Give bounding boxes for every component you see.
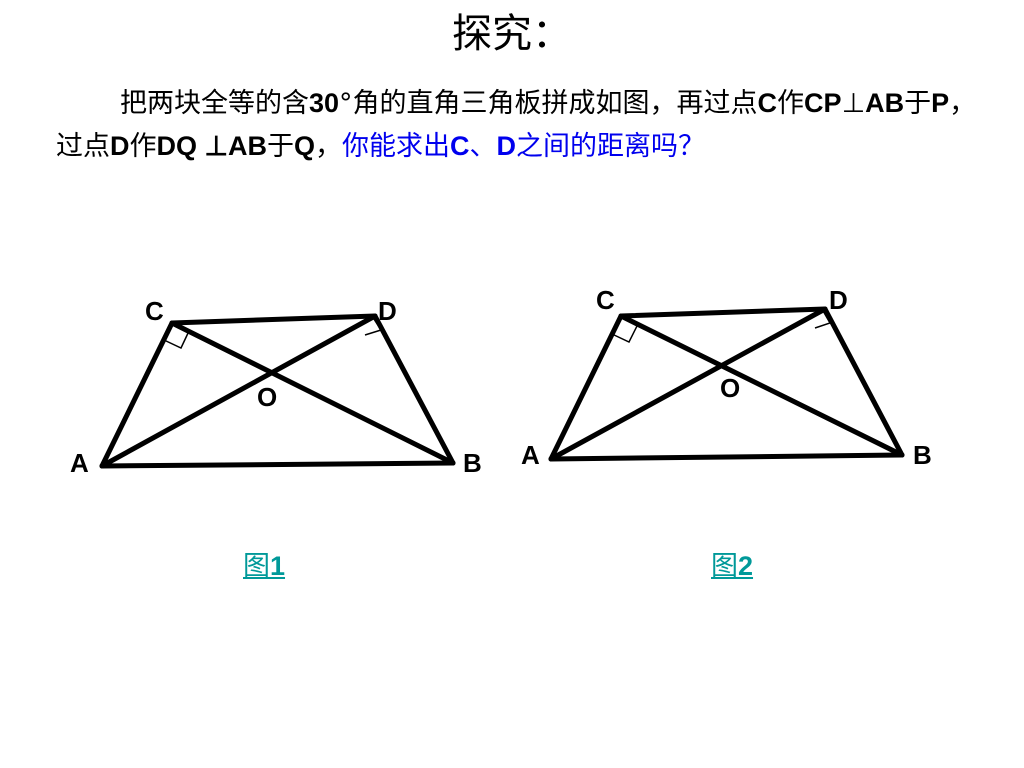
caption-prefix: 图 bbox=[711, 551, 738, 582]
vertex-label-d: D bbox=[378, 296, 397, 326]
vertex-label-b: B bbox=[913, 440, 932, 470]
problem-text-part: DQ ⊥AB bbox=[156, 131, 268, 161]
segment-cb bbox=[618, 313, 905, 458]
problem-text-part: CP bbox=[804, 88, 842, 118]
caption-number: 2 bbox=[738, 551, 754, 581]
segment-ad bbox=[99, 313, 378, 469]
question-part: 、 bbox=[469, 131, 497, 162]
figure-2-caption-link[interactable]: 图2 bbox=[711, 548, 753, 585]
vertex-label-o: O bbox=[257, 382, 277, 412]
right-angle-mark-d bbox=[814, 308, 832, 329]
problem-text-part: 把两块全等的含 bbox=[120, 88, 309, 119]
figure-1-caption-link[interactable]: 图1 bbox=[243, 548, 285, 585]
vertex-label-b: B bbox=[463, 448, 482, 478]
problem-text-part: 作 bbox=[129, 131, 157, 162]
segment-ab bbox=[548, 452, 905, 462]
slide-title: 探究： bbox=[452, 11, 572, 57]
question-part: C bbox=[450, 131, 470, 161]
right-angle-mark-d bbox=[364, 315, 383, 336]
problem-text-part: °角的直角三角板拼成如图，再过点 bbox=[339, 88, 758, 119]
vertex-label-d: D bbox=[829, 285, 848, 315]
vertex-label-c: C bbox=[145, 296, 164, 326]
problem-text-part: 作 bbox=[777, 88, 805, 119]
segment-cd bbox=[618, 306, 828, 319]
figure-2-lines bbox=[548, 306, 905, 462]
vertex-label-o: O bbox=[720, 373, 740, 403]
question-part: 之间的距离吗？ bbox=[516, 131, 706, 162]
figure-1-lines bbox=[99, 313, 456, 469]
problem-text-part: D bbox=[110, 131, 130, 161]
problem-text-part: 30 bbox=[309, 88, 340, 118]
question-part: D bbox=[496, 131, 517, 161]
segment-ac bbox=[99, 320, 175, 469]
vertex-label-c: C bbox=[596, 285, 615, 315]
problem-text-part: P bbox=[931, 88, 950, 118]
right-angle-mark-c bbox=[611, 325, 638, 343]
problem-text-part: ，过点 bbox=[56, 88, 977, 162]
figure-2: C D O A B bbox=[512, 280, 1024, 500]
segment-cd bbox=[169, 313, 378, 326]
figure-1-diagram: C D O A B bbox=[70, 296, 482, 478]
figure-1: C D O A B bbox=[0, 280, 512, 500]
figure-2-diagram: C D O A B bbox=[521, 285, 932, 470]
segment-db bbox=[372, 313, 456, 466]
segment-ab bbox=[99, 460, 456, 469]
segment-ac bbox=[548, 313, 624, 462]
caption-prefix: 图 bbox=[243, 551, 270, 582]
figure-2-right-angle-marks bbox=[611, 308, 832, 343]
problem-text-part: ⊥ bbox=[841, 88, 866, 119]
segment-db bbox=[822, 306, 905, 458]
problem-text-part: Q bbox=[294, 131, 316, 161]
problem-text-part: 于 bbox=[267, 131, 295, 162]
vertex-label-a: A bbox=[521, 440, 540, 470]
segment-cb bbox=[169, 320, 456, 466]
segment-ad bbox=[548, 306, 828, 462]
question-text: 你能求出C、D之间的距离吗？ bbox=[342, 131, 705, 162]
problem-text-part: ， bbox=[315, 131, 343, 162]
problem-text-part: 于 bbox=[904, 88, 932, 119]
problem-text: 把两块全等的含30°角的直角三角板拼成如图，再过点C作CP⊥AB于P，过点D作D… bbox=[56, 82, 986, 168]
figure-1-right-angle-marks bbox=[163, 315, 383, 349]
vertex-label-a: A bbox=[70, 448, 89, 478]
right-angle-mark-c bbox=[163, 330, 190, 349]
problem-text-part: C bbox=[757, 88, 778, 118]
problem-text-part: AB bbox=[865, 88, 905, 118]
caption-number: 1 bbox=[270, 551, 286, 581]
question-part: 你能求出 bbox=[342, 131, 451, 162]
